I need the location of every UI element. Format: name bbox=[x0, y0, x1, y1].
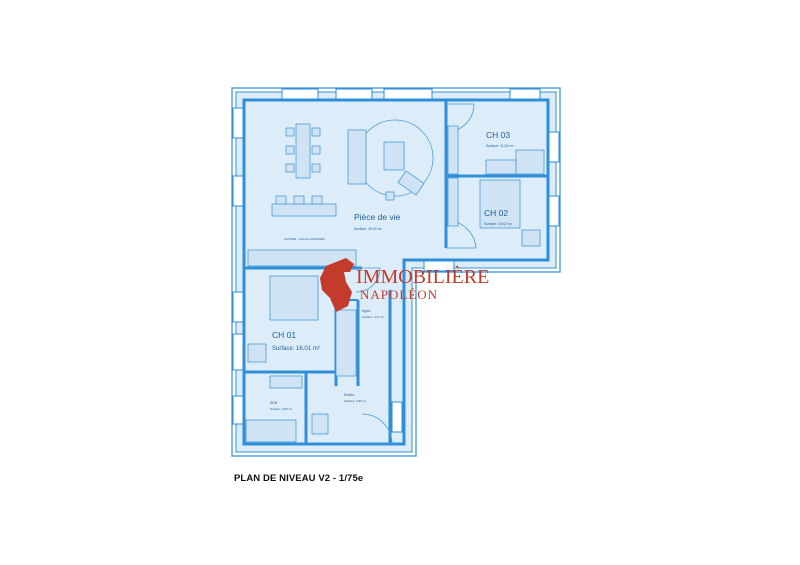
windows bbox=[232, 88, 560, 433]
room-name-entree: Entrée bbox=[344, 393, 354, 397]
room-surface-entree: Surface: 2,85 m² bbox=[344, 399, 366, 403]
room-name-ch02: CH 02 bbox=[484, 208, 508, 218]
floor-area bbox=[235, 91, 557, 453]
bed-ch03 bbox=[447, 125, 545, 175]
dining-table bbox=[285, 123, 321, 179]
room-name-ch03: CH 03 bbox=[486, 130, 510, 140]
room-name-degagement: Dgmt bbox=[362, 309, 370, 313]
kitchen-counter bbox=[247, 195, 357, 267]
room-surface-ch01: Surface: 16,01 m² bbox=[272, 346, 320, 352]
napoleon-silhouette-icon bbox=[320, 258, 354, 312]
room-name-sdb: SDB bbox=[270, 401, 278, 405]
plan-caption: PLAN DE NIVEAU V2 - 1/75e bbox=[234, 473, 364, 484]
room-surface-piece-de-vie: Surface: 49,92 m² bbox=[354, 227, 383, 231]
room-surface-ch02: Surface: 10,62 m² bbox=[484, 222, 513, 226]
logo-line1: IMMOBILIÈRE bbox=[356, 265, 489, 288]
exterior-walls bbox=[231, 87, 561, 457]
room-surface-degagement: Surface: 4,17 m² bbox=[362, 315, 384, 319]
room-surface-ch03: Surface: 11,00 m² bbox=[486, 144, 514, 148]
living-area bbox=[347, 119, 434, 201]
bed-ch02 bbox=[447, 177, 541, 247]
doors bbox=[355, 103, 477, 445]
room-name-ch01: CH 01 bbox=[272, 330, 296, 340]
bed-ch01 bbox=[247, 275, 357, 377]
room-name-piece-de-vie: Pièce de vie bbox=[354, 212, 401, 222]
room-surface-sdb: Surface: 3,84 m² bbox=[270, 407, 292, 411]
interior-walls bbox=[244, 100, 548, 444]
room-sub-piece-de-vie: CUISINE - SALLE A MANGER bbox=[284, 237, 326, 241]
room-labels: Pièce de vie Surface: 49,92 m² CUISINE -… bbox=[270, 130, 514, 411]
logo-line2: NAPOLÉON bbox=[360, 287, 438, 302]
agency-logo: IMMOBILIÈRE NAPOLÉON bbox=[320, 258, 489, 312]
bathroom-fixtures bbox=[245, 375, 329, 443]
